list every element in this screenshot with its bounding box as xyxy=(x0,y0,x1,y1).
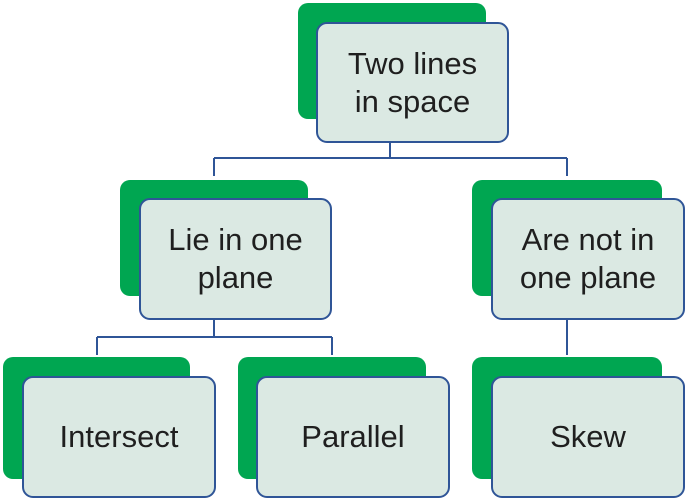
node-label: Intersect xyxy=(59,419,179,454)
node-box: Lie in one plane xyxy=(139,198,332,320)
node-box: Intersect xyxy=(22,376,216,498)
node-box: Are not in one plane xyxy=(491,198,685,320)
node-box: Parallel xyxy=(256,376,450,498)
node-label: Two lines in space xyxy=(347,45,478,119)
node-label: Skew xyxy=(550,419,626,454)
node-box: Two lines in space xyxy=(316,22,509,143)
node-label: Lie in one plane xyxy=(168,222,303,295)
node-label: Are not in one plane xyxy=(519,222,657,295)
node-label: Parallel xyxy=(301,419,405,454)
node-box: Skew xyxy=(491,376,685,498)
